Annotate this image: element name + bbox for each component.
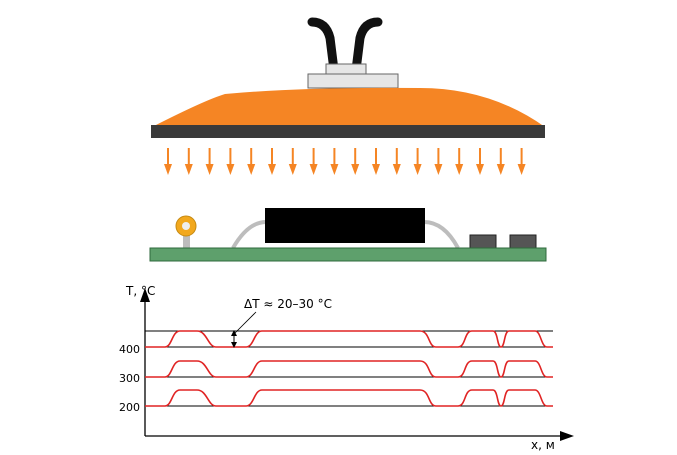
heat-arrow — [496, 148, 505, 175]
temperature-plot: T, °C x, м ΔT ≈ 20–30 °C 400 300 200 — [119, 284, 574, 452]
temperature-profile — [145, 360, 553, 378]
pcb-assembly — [149, 208, 547, 262]
heat-arrow — [330, 148, 339, 175]
heat-arrow — [372, 148, 380, 175]
temperature-profile — [145, 330, 553, 348]
y-axis-label: T, °C — [125, 284, 155, 298]
heat-arrow — [434, 148, 443, 175]
heater-assembly — [151, 17, 545, 138]
delta-t-leader — [233, 311, 257, 335]
heat-arrow — [392, 148, 401, 175]
heat-arrow — [226, 148, 235, 175]
heater-nozzle-base — [307, 73, 399, 89]
y-tick-label: 400 — [119, 343, 140, 356]
pcb-board — [149, 247, 547, 262]
y-tick-label: 300 — [119, 372, 140, 385]
y-axis-arrow — [140, 288, 150, 302]
thermocouple-tip — [182, 222, 190, 230]
temperature-profiles — [145, 330, 553, 407]
heat-arrow — [268, 148, 276, 175]
heat-arrow — [517, 148, 526, 175]
hose-icon — [351, 17, 383, 75]
thermocouple-lead — [183, 225, 190, 249]
heat-arrow — [205, 148, 214, 175]
heat-flow-arrows — [164, 148, 526, 175]
hose-icon — [307, 17, 339, 75]
chip-lead-right — [423, 220, 460, 249]
bga-chip — [265, 208, 425, 243]
heat-arrow — [455, 148, 464, 175]
heat-arrow — [288, 148, 297, 175]
heat-arrow — [184, 148, 193, 175]
temperature-profile — [145, 389, 553, 407]
heat-arrow — [476, 148, 484, 175]
heater-plate — [151, 125, 545, 138]
x-axis-label: x, м — [531, 438, 555, 452]
heater-body — [152, 87, 545, 127]
delta-t-arrow-up — [231, 330, 237, 336]
heat-arrow — [164, 148, 172, 175]
small-component — [509, 234, 537, 250]
heat-arrow — [247, 148, 256, 175]
x-axis-arrow — [560, 431, 574, 441]
heat-arrow — [413, 148, 422, 175]
delta-t-arrow-down — [231, 342, 237, 348]
chip-lead-left — [231, 220, 267, 250]
heat-arrow — [309, 148, 318, 175]
small-component — [469, 234, 497, 250]
y-tick-label: 200 — [119, 401, 140, 414]
delta-t-label: ΔT ≈ 20–30 °C — [244, 297, 332, 311]
heat-arrow — [351, 148, 360, 175]
